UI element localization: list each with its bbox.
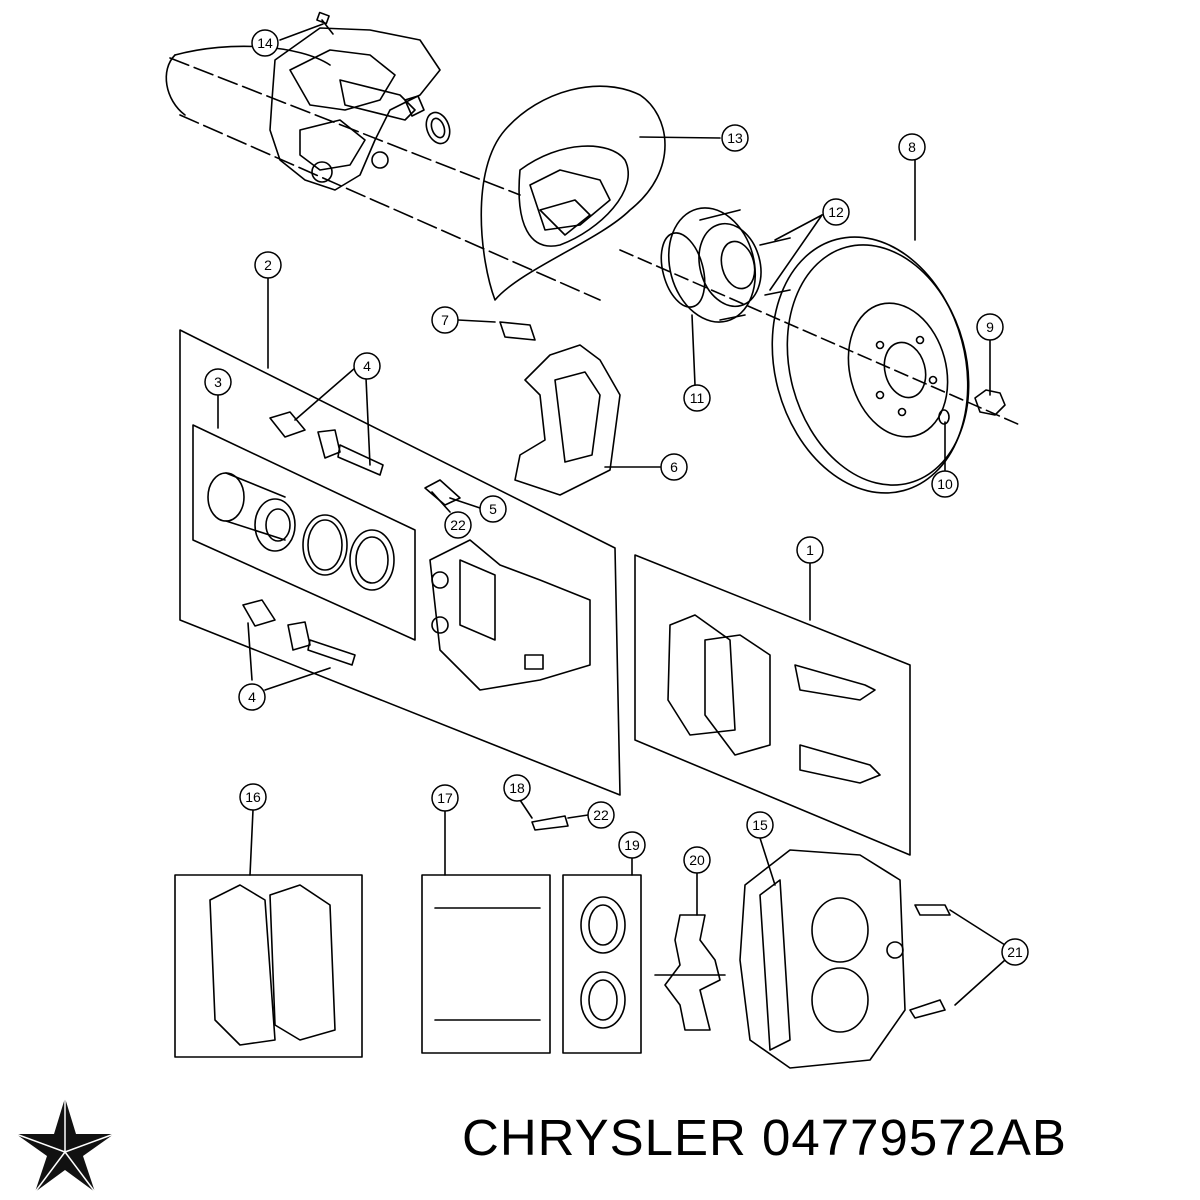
callout-label: 11 <box>690 390 705 406</box>
callout-label: 7 <box>441 312 449 328</box>
callout-label: 9 <box>986 319 994 335</box>
callout-2: 2 <box>254 251 282 279</box>
callout-label: 8 <box>908 139 916 155</box>
callout-label: 14 <box>257 35 273 51</box>
callouts: 14 13 8 12 2 7 9 4 3 11 6 10 5 22 1 4 16… <box>204 29 1029 966</box>
callout-3: 3 <box>204 368 232 396</box>
brake-rotor <box>771 236 970 494</box>
spacer-ring <box>425 111 451 145</box>
hub-nut <box>938 389 1006 425</box>
part-number: 04779572AB <box>762 1109 1067 1166</box>
callout-17: 17 <box>431 784 459 812</box>
callout-15: 15 <box>746 811 774 839</box>
callout-label: 19 <box>624 837 640 853</box>
callout-label: 17 <box>437 790 453 806</box>
brake-pad-set-box <box>174 874 363 1058</box>
backing-plate <box>165 45 666 301</box>
callout-13: 13 <box>721 124 749 152</box>
callout-label: 22 <box>450 517 466 533</box>
callout-4-top: 4 <box>353 352 381 380</box>
leader-lines <box>217 23 1006 1006</box>
callout-label: 1 <box>806 542 814 558</box>
callout-1: 1 <box>796 536 824 564</box>
anti-rattle-spring <box>654 914 726 1031</box>
callout-label: 10 <box>937 476 953 492</box>
callout-label: 4 <box>363 358 371 374</box>
callout-22-bottom: 22 <box>587 801 615 829</box>
callout-label: 4 <box>248 689 256 705</box>
callout-11: 11 <box>683 384 711 412</box>
callout-19: 19 <box>618 831 646 859</box>
callout-label: 6 <box>670 459 678 475</box>
knuckle-assembly <box>269 11 441 191</box>
callout-10: 10 <box>931 470 959 498</box>
pentastar-icon <box>15 1098 115 1193</box>
callout-7: 7 <box>431 306 459 334</box>
callout-8: 8 <box>898 133 926 161</box>
callout-21: 21 <box>1001 938 1029 966</box>
callout-18: 18 <box>503 774 531 802</box>
callout-label: 13 <box>727 130 743 146</box>
callout-label: 18 <box>509 780 525 796</box>
callout-label: 12 <box>828 204 844 220</box>
wheel-hub-bearing <box>660 207 791 323</box>
callout-20: 20 <box>683 846 711 874</box>
callout-label: 3 <box>214 374 222 390</box>
callout-12: 12 <box>822 198 850 226</box>
callout-5: 5 <box>479 495 507 523</box>
callout-label: 20 <box>689 852 705 868</box>
caliper-bracket <box>424 321 621 506</box>
callout-label: 16 <box>245 789 261 805</box>
callout-9: 9 <box>976 313 1004 341</box>
brand-name: CHRYSLER <box>462 1109 747 1166</box>
callout-label: 5 <box>489 501 497 517</box>
callout-22-top: 22 <box>444 511 472 539</box>
callout-6: 6 <box>660 453 688 481</box>
pentastar-shape <box>15 1098 115 1193</box>
callout-label: 21 <box>1007 944 1023 960</box>
brake-pad-kit-frame <box>634 554 911 856</box>
fixed-caliper <box>739 849 951 1069</box>
callout-label: 2 <box>264 257 272 273</box>
seal-kit-box <box>562 874 642 1054</box>
callout-4-bottom: 4 <box>238 683 266 711</box>
callout-label: 15 <box>752 817 768 833</box>
bleeder-screw <box>531 815 569 831</box>
part-caption: CHRYSLER 04779572AB <box>462 1108 1067 1167</box>
callout-14: 14 <box>251 29 279 57</box>
guide-pin-box <box>421 874 551 1054</box>
caliper-repair-kit-frame <box>179 329 621 796</box>
callout-16: 16 <box>239 783 267 811</box>
callout-label: 22 <box>593 807 609 823</box>
